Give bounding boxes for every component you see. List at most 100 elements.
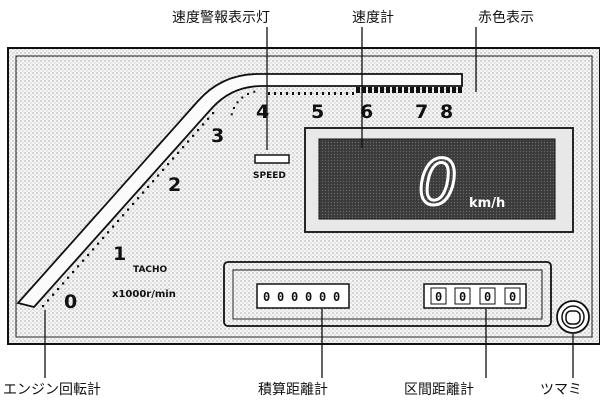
trip-digit: 0 <box>509 290 516 304</box>
tacho-num-4: 4 <box>256 101 269 123</box>
tacho-tick <box>137 197 140 200</box>
tacho-tick <box>334 92 336 95</box>
tacho-tick <box>207 117 210 120</box>
tacho-tick <box>152 180 155 183</box>
label-trip-meter: 区間距離計 <box>404 381 474 398</box>
tacho-num-2: 2 <box>168 174 181 196</box>
tacho-tick <box>230 113 233 116</box>
tacho-tick <box>246 92 249 95</box>
tacho-tick <box>328 92 330 95</box>
trip-digit: 0 <box>484 290 491 304</box>
tacho-tick <box>112 225 115 228</box>
tacho-tick <box>57 287 60 291</box>
speed-value: 0 <box>418 146 457 219</box>
tacho-tick <box>274 92 276 95</box>
tacho-num-1: 1 <box>113 243 126 265</box>
tacho-tick <box>77 265 80 268</box>
tacho-tick <box>142 191 145 194</box>
tacho-num-0: 0 <box>64 291 77 313</box>
tacho-unit-line1: TACHO <box>133 265 168 275</box>
label-engine-tachometer: エンジン回転計 <box>3 382 101 398</box>
odometer-digit: 0 <box>263 290 270 304</box>
tacho-tick <box>172 157 175 160</box>
tacho-tick <box>286 92 288 95</box>
tacho-tick <box>304 92 306 95</box>
tacho-num-5: 5 <box>311 101 324 123</box>
tacho-tick <box>310 92 312 95</box>
tacho-tick <box>102 236 105 240</box>
tacho-tick <box>292 92 294 95</box>
odometer-digit: 0 <box>291 290 298 304</box>
odometer-digit: 0 <box>277 290 284 304</box>
speed-lamp-text: SPEED <box>253 171 286 181</box>
counter-housing <box>223 261 552 327</box>
tachometer-bar <box>16 73 463 309</box>
tacho-tick <box>322 92 324 95</box>
label-odometer: 積算距離計 <box>258 381 328 398</box>
tacho-tick <box>122 214 125 217</box>
tacho-tick <box>72 270 75 274</box>
odometer <box>256 283 350 309</box>
tacho-tick <box>127 208 130 211</box>
tacho-tick <box>340 92 342 95</box>
tacho-tick <box>202 123 205 126</box>
tacho-tick <box>268 92 270 95</box>
tacho-tick <box>42 305 45 308</box>
tacho-tick <box>92 248 95 251</box>
counter-housing-inner <box>232 269 543 320</box>
tacho-tick <box>107 231 110 234</box>
label-red-display: 赤色表示 <box>478 9 534 26</box>
tacho-tick <box>236 101 239 104</box>
tacho-tick <box>87 253 90 257</box>
panel-inner-frame <box>15 55 593 338</box>
trip-reset-knob[interactable] <box>556 300 590 334</box>
tacho-tick <box>52 293 55 296</box>
odometer-digit: 0 <box>319 290 326 304</box>
tacho-tick <box>212 112 215 115</box>
trip-meter-digits: 0 0 0 0 <box>430 287 521 305</box>
tacho-tick <box>352 92 354 95</box>
trip-digit: 0 <box>435 290 442 304</box>
tacho-tick <box>197 129 200 132</box>
tacho-tick <box>253 90 256 93</box>
tacho-tick <box>177 151 180 154</box>
tacho-tick <box>157 174 160 177</box>
tacho-num-8: 8 <box>440 101 453 123</box>
tacho-num-6: 6 <box>360 101 373 123</box>
tacho-tick <box>117 219 120 223</box>
tacho-tick <box>316 92 318 95</box>
tacho-tick <box>162 168 165 171</box>
tacho-tick <box>192 134 195 137</box>
tacho-tick <box>182 146 185 149</box>
tacho-num-7: 7 <box>415 101 428 123</box>
speedometer-screen <box>318 138 556 220</box>
tacho-tick <box>280 92 282 95</box>
odometer-digit: 0 <box>333 290 340 304</box>
tacho-tick <box>298 92 300 95</box>
label-speedometer: 速度計 <box>352 10 394 26</box>
tacho-tick <box>241 96 244 99</box>
tacho-num-3: 3 <box>211 125 224 147</box>
leader-lines <box>44 27 574 378</box>
tacho-tick <box>82 259 85 262</box>
odometer-digits: 0 0 0 0 0 0 <box>263 290 340 304</box>
tacho-tick <box>97 242 100 245</box>
tachometer-ticks <box>42 90 354 308</box>
odometer-digit: 0 <box>305 290 312 304</box>
tacho-tick <box>62 282 65 285</box>
speed-warning-lamp <box>254 154 290 164</box>
tacho-unit-line2: x1000r/min <box>112 289 176 300</box>
tacho-tick <box>132 202 135 206</box>
speed-unit: km/h <box>469 196 505 211</box>
tacho-tick <box>47 299 50 302</box>
tacho-tick <box>346 92 348 95</box>
tacho-tick <box>167 163 170 166</box>
tacho-tick <box>147 185 150 188</box>
tacho-tick <box>232 106 235 109</box>
label-speed-warning-lamp: 速度警報表示灯 <box>172 10 270 26</box>
tacho-tick <box>67 276 70 279</box>
tacho-tick <box>187 140 190 143</box>
trip-digit: 0 <box>459 290 466 304</box>
tachometer-scale: 0 1 2 3 4 5 6 7 8 <box>64 101 453 313</box>
